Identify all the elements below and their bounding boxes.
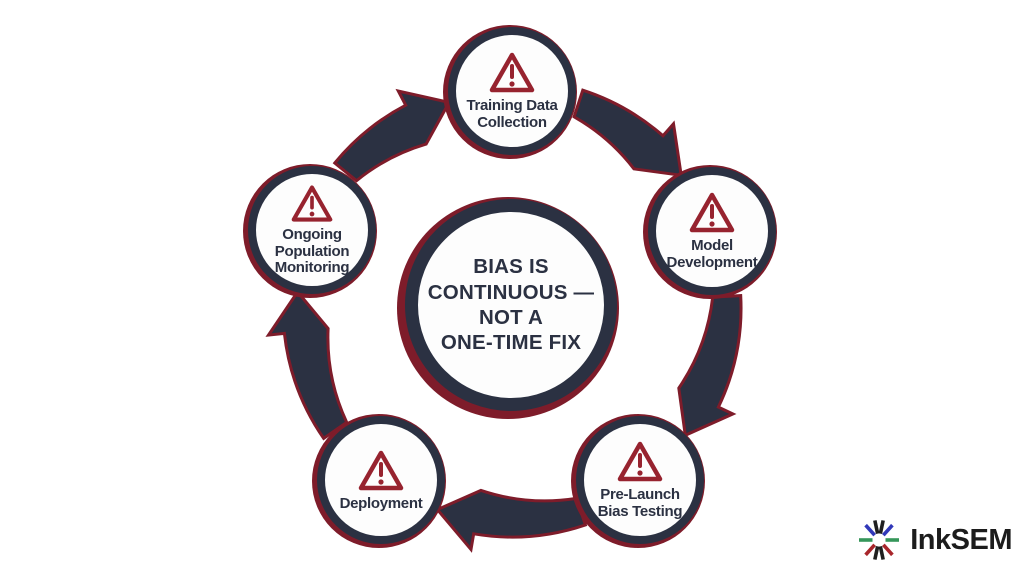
warning-triangle-icon — [358, 450, 404, 490]
node-training-data-collection: Training Data Collection — [443, 25, 577, 159]
node-label: Pre-Launch Bias Testing — [597, 486, 683, 520]
node-label: Ongoing Population Monitoring — [274, 225, 350, 277]
center-line-4: ONE-TIME FIX — [440, 331, 582, 355]
node-deployment: Deployment — [312, 414, 446, 548]
node-body: Deployment — [317, 416, 445, 544]
node-ongoing-population-monitoring: Ongoing Population Monitoring — [243, 164, 377, 298]
center-statement: BIAS IS CONTINUOUS — NOT A ONE-TIME FIX — [428, 254, 594, 356]
node-label: Deployment — [339, 494, 423, 512]
warning-triangle-icon — [489, 52, 535, 93]
node-label: Model Development — [666, 237, 758, 271]
warning-triangle-icon — [689, 192, 735, 233]
node-body: Ongoing Population Monitoring — [248, 166, 376, 294]
center-circle: BIAS IS CONTINUOUS — NOT A ONE-TIME FIX — [397, 197, 619, 419]
inksem-logo: InkSEM — [857, 518, 1012, 562]
warning-triangle-icon — [617, 441, 663, 482]
center-line-2: CONTINUOUS — — [427, 280, 595, 304]
node-body: Model Development — [648, 167, 776, 295]
starburst-icon — [859, 520, 900, 560]
warning-triangle-icon — [291, 185, 333, 222]
center-circle-body: BIAS IS CONTINUOUS — NOT A ONE-TIME FIX — [405, 199, 617, 411]
node-body: Pre-Launch Bias Testing — [576, 416, 704, 544]
node-model-development: Model Development — [643, 165, 777, 299]
center-line-1: BIAS IS — [473, 255, 549, 279]
center-line-3: NOT A — [478, 306, 543, 329]
node-pre-launch-bias-testing: Pre-Launch Bias Testing — [571, 414, 705, 548]
node-body: Training Data Collection — [448, 27, 576, 155]
node-label: Training Data Collection — [466, 97, 558, 131]
logo-wordmark: InkSEM — [910, 523, 1012, 556]
